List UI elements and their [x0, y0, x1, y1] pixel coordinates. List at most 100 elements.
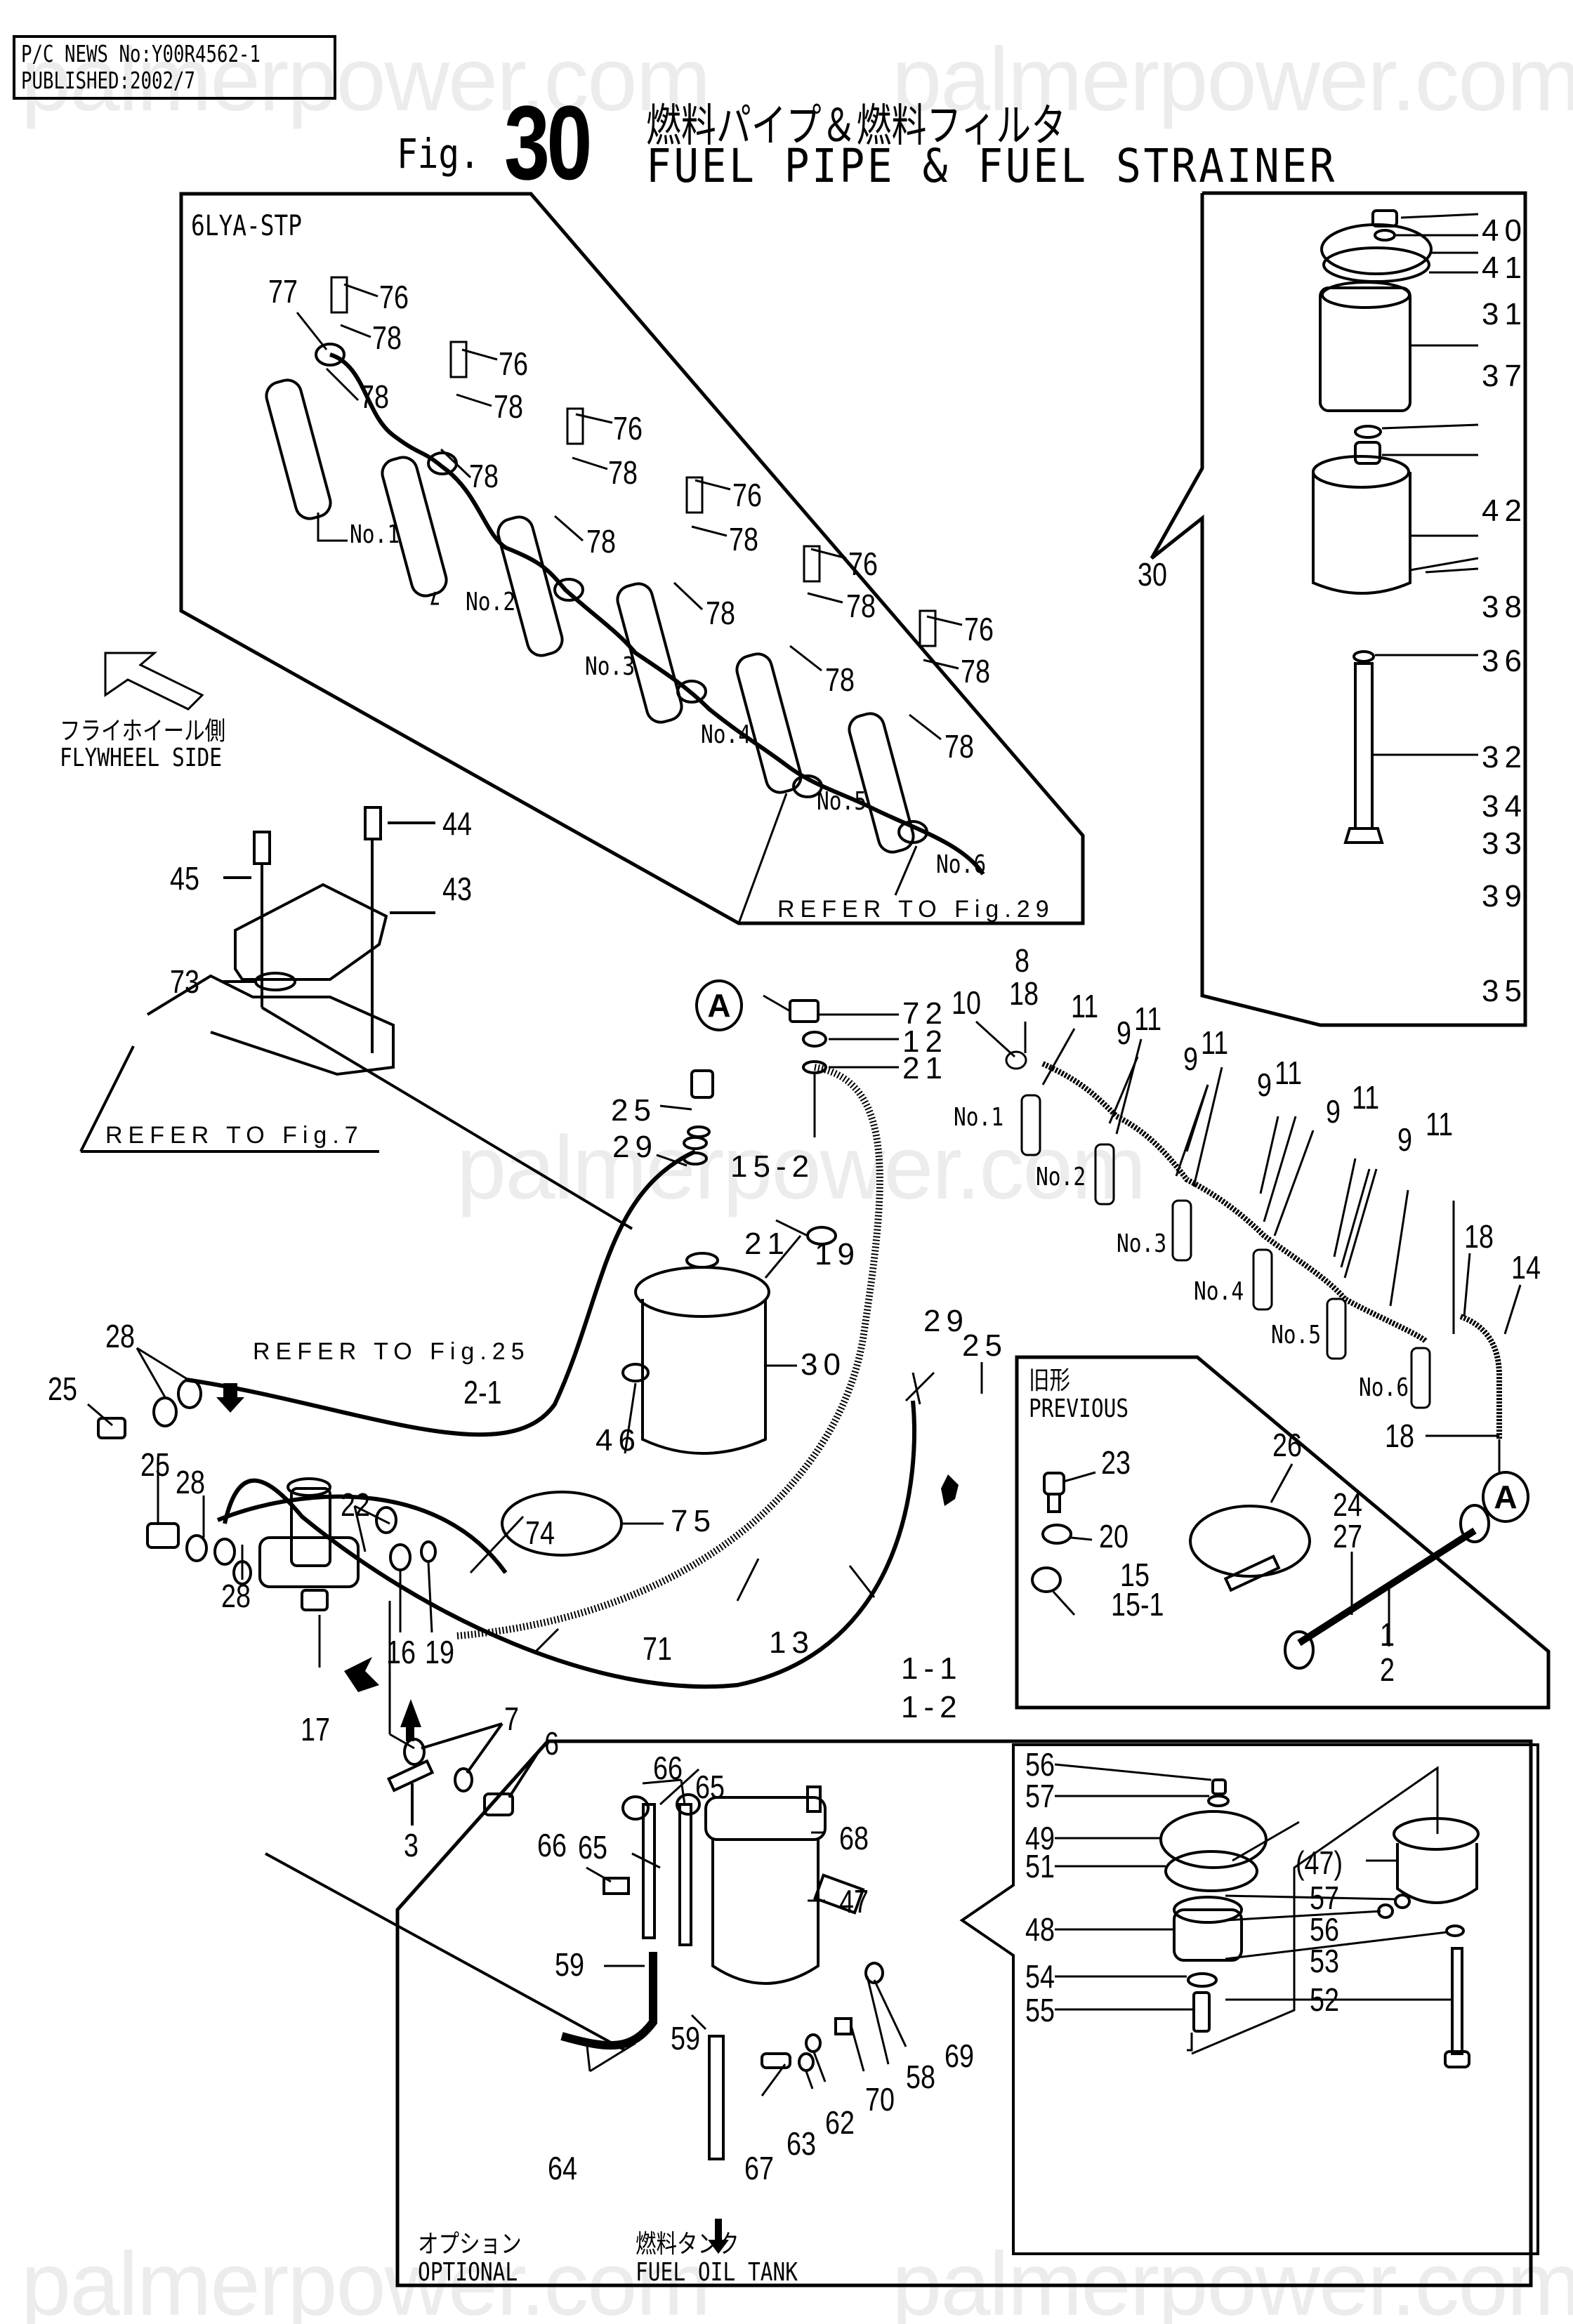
callout-18[interactable]: 18 — [1464, 1218, 1494, 1255]
callout-57[interactable]: 57 — [1310, 1880, 1339, 1916]
callout-76[interactable]: 76 — [964, 611, 994, 647]
callout-74[interactable]: 74 — [525, 1514, 555, 1551]
callout-56[interactable]: 56 — [1310, 1911, 1339, 1948]
callout-59[interactable]: 59 — [555, 1946, 584, 1983]
callout-78[interactable]: 78 — [360, 378, 389, 415]
callout-52[interactable]: 52 — [1310, 1981, 1339, 2018]
callout-56[interactable]: 56 — [1025, 1746, 1055, 1783]
callout-10[interactable]: 10 — [952, 984, 981, 1021]
callout-71[interactable]: 71 — [643, 1630, 672, 1667]
callout-2-1[interactable]: 2-1 — [463, 1374, 502, 1411]
callout-32[interactable]: 32 — [1482, 740, 1527, 774]
callout-28[interactable]: 28 — [221, 1578, 251, 1614]
callout-20[interactable]: 20 — [1099, 1518, 1128, 1554]
callout-15-1[interactable]: 15-1 — [1111, 1586, 1164, 1623]
callout-11[interactable]: 11 — [1426, 1106, 1454, 1142]
callout-78[interactable]: 78 — [729, 521, 758, 557]
callout-78[interactable]: 78 — [846, 588, 876, 624]
callout-25[interactable]: 25 — [962, 1328, 1008, 1363]
callout-21[interactable]: 21 — [902, 1051, 948, 1085]
callout-75[interactable]: 75 — [671, 1504, 716, 1538]
callout-46[interactable]: 46 — [595, 1423, 641, 1458]
callout-39[interactable]: 39 — [1482, 879, 1527, 913]
callout-78[interactable]: 78 — [706, 595, 735, 631]
callout-11[interactable]: 11 — [1352, 1079, 1380, 1116]
callout-9[interactable]: 9 — [1117, 1015, 1131, 1051]
callout-27[interactable]: 27 — [1333, 1518, 1362, 1554]
callout-7[interactable]: 7 — [504, 1701, 519, 1737]
callout-59[interactable]: 59 — [671, 2020, 700, 2056]
callout-19[interactable]: 19 — [815, 1237, 860, 1272]
callout-57[interactable]: 57 — [1025, 1778, 1055, 1814]
callout-18[interactable]: 18 — [1009, 975, 1039, 1012]
callout-33[interactable]: 33 — [1482, 826, 1527, 861]
callout-35[interactable]: 35 — [1482, 974, 1527, 1008]
callout-66[interactable]: 66 — [653, 1750, 683, 1786]
callout-28[interactable]: 28 — [105, 1318, 135, 1354]
callout-34[interactable]: 34 — [1482, 789, 1527, 824]
callout-58[interactable]: 58 — [906, 2059, 935, 2095]
callout-51[interactable]: 51 — [1025, 1848, 1055, 1884]
callout-78[interactable]: 78 — [494, 388, 523, 425]
callout-54[interactable]: 54 — [1025, 1958, 1055, 1995]
callout-18[interactable]: 18 — [1385, 1418, 1414, 1454]
callout-17[interactable]: 17 — [301, 1711, 330, 1748]
callout-3[interactable]: 3 — [404, 1827, 419, 1863]
callout-11[interactable]: 11 — [1134, 1001, 1162, 1037]
callout-30-pointer[interactable]: 30 — [1138, 556, 1167, 593]
callout-64[interactable]: 64 — [548, 2150, 577, 2186]
callout-73[interactable]: 73 — [170, 963, 199, 1000]
callout-25[interactable]: 25 — [611, 1093, 657, 1128]
callout-62[interactable]: 62 — [825, 2104, 855, 2141]
callout-78[interactable]: 78 — [586, 523, 616, 560]
callout-78[interactable]: 78 — [945, 728, 974, 765]
callout-22[interactable]: 22 — [341, 1486, 370, 1523]
callout-23[interactable]: 23 — [1101, 1444, 1131, 1481]
callout-72[interactable]: 72 — [902, 996, 948, 1031]
callout-36[interactable]: 36 — [1482, 644, 1527, 678]
callout-9[interactable]: 9 — [1183, 1041, 1198, 1077]
refer-fig29-link[interactable]: REFER TO Fig.29 — [777, 896, 1055, 923]
callout-70[interactable]: 70 — [865, 2081, 895, 2118]
callout-42[interactable]: 42 — [1482, 494, 1527, 528]
refer-fig7-link[interactable]: REFER TO Fig.7 — [105, 1122, 364, 1149]
callout-65[interactable]: 65 — [695, 1769, 725, 1805]
callout-48[interactable]: 48 — [1025, 1911, 1055, 1948]
callout-25[interactable]: 25 — [48, 1371, 77, 1407]
callout-8[interactable]: 8 — [1015, 942, 1029, 979]
callout-76[interactable]: 76 — [499, 345, 528, 382]
callout-15-2[interactable]: 15-2 — [730, 1149, 815, 1184]
callout-63[interactable]: 63 — [786, 2125, 816, 2162]
callout-77[interactable]: 77 — [268, 273, 298, 310]
callout-14[interactable]: 14 — [1511, 1249, 1541, 1286]
callout-47[interactable]: 47 — [839, 1883, 869, 1920]
callout-66[interactable]: 66 — [537, 1827, 567, 1863]
callout-13[interactable]: 13 — [769, 1625, 815, 1660]
callout-19[interactable]: 19 — [425, 1634, 454, 1670]
callout-9[interactable]: 9 — [1257, 1067, 1272, 1103]
callout-47-ref[interactable]: (47) — [1296, 1844, 1343, 1881]
callout-24[interactable]: 24 — [1333, 1486, 1362, 1523]
callout-11[interactable]: 11 — [1201, 1024, 1229, 1061]
callout-6[interactable]: 6 — [544, 1725, 559, 1762]
callout-28[interactable]: 28 — [176, 1464, 205, 1500]
callout-67[interactable]: 67 — [744, 2150, 774, 2186]
callout-49[interactable]: 49 — [1025, 1820, 1055, 1856]
callout-76[interactable]: 76 — [613, 410, 643, 447]
callout-76[interactable]: 76 — [379, 279, 409, 315]
callout-9[interactable]: 9 — [1326, 1093, 1341, 1130]
callout-1[interactable]: 1 — [1380, 1616, 1395, 1653]
callout-76[interactable]: 76 — [732, 477, 762, 513]
callout-45[interactable]: 45 — [170, 860, 199, 897]
callout-2[interactable]: 2 — [1380, 1651, 1395, 1688]
callout-12[interactable]: 12 — [902, 1024, 948, 1059]
callout-1-1[interactable]: 1-1 — [901, 1651, 963, 1686]
callout-78[interactable]: 78 — [608, 454, 638, 491]
callout-78[interactable]: 78 — [961, 653, 990, 689]
callout-29[interactable]: 29 — [923, 1304, 969, 1338]
callout-55[interactable]: 55 — [1025, 1992, 1055, 2028]
callout-31[interactable]: 31 — [1482, 297, 1527, 331]
callout-15[interactable]: 15 — [1120, 1557, 1150, 1593]
callout-68[interactable]: 68 — [839, 1820, 869, 1856]
callout-78[interactable]: 78 — [372, 319, 402, 356]
